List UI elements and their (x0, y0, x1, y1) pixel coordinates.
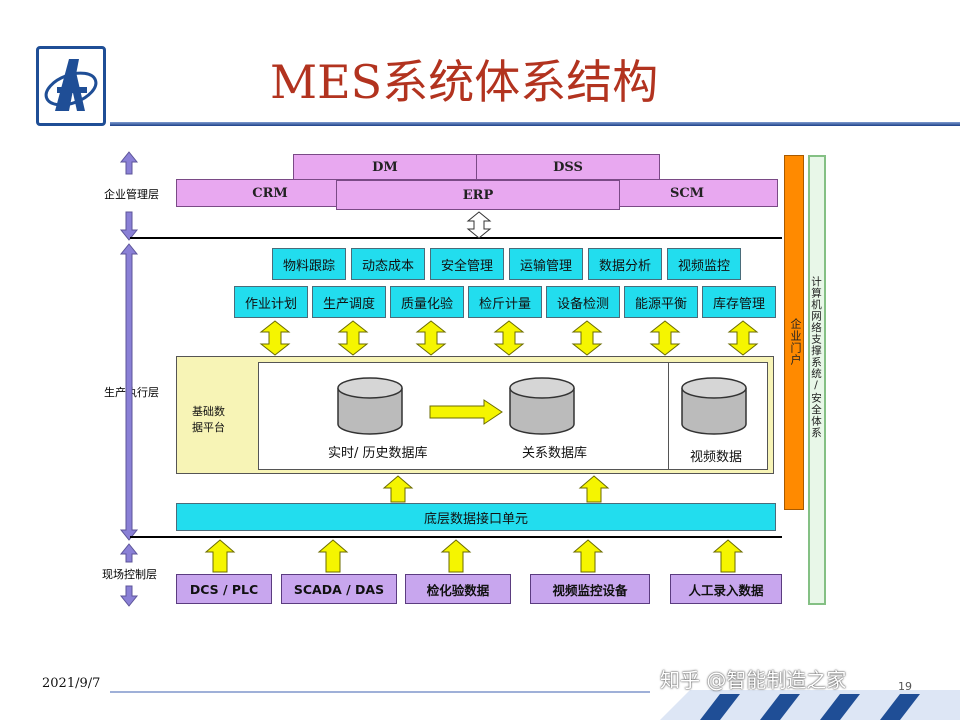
device-dcs-plc: DCS / PLC (176, 574, 272, 604)
footer-bar (0, 690, 960, 720)
relational-db-label: 关系数据库 (522, 446, 588, 461)
module-transport-management: 运输管理 (509, 248, 583, 280)
title-underline (110, 122, 960, 126)
db-transfer-arrow (429, 399, 503, 425)
module-material-tracking: 物料跟踪 (272, 248, 346, 280)
module-safety-management: 安全管理 (430, 248, 504, 280)
relational-db-icon (509, 377, 575, 435)
separator-enterprise (130, 237, 782, 239)
layer-arrows (119, 151, 139, 607)
device-video-monitoring: 视频监控设备 (530, 574, 650, 604)
video-data-area (668, 362, 768, 470)
data-interface-unit: 底层数据接口单元 (176, 503, 776, 531)
module-data-analysis: 数据分析 (588, 248, 662, 280)
layer-label-enterprise: 企业管理层 (104, 188, 159, 201)
module-weighing: 检斤计量 (468, 286, 542, 318)
device-lab-data: 检化验数据 (405, 574, 511, 604)
erp-link-arrow (466, 211, 492, 239)
watermark: 知乎 @智能制造之家 (660, 668, 847, 692)
module-quality-assay: 质量化验 (390, 286, 464, 318)
module-energy-balance: 能源平衡 (624, 286, 698, 318)
data-platform-label-line2: 据平台 (192, 421, 225, 434)
network-support-label: 计算机网络支撑系统/安全体系 (810, 276, 822, 439)
erp-box: ERP (336, 180, 620, 210)
module-inventory-management: 库存管理 (702, 286, 776, 318)
enterprise-portal-label: 企业门户 (789, 318, 802, 366)
layer-label-field: 现场控制层 (102, 568, 157, 581)
video-db-icon (681, 377, 747, 435)
video-data-label: 视频数据 (690, 450, 743, 465)
page-title: MES系统体系结构 (270, 55, 659, 109)
field-device-arrows (204, 539, 744, 573)
module-production-scheduling: 生产调度 (312, 286, 386, 318)
dss-box: DSS (476, 154, 660, 180)
separator-field (130, 536, 782, 538)
dm-box: DM (293, 154, 477, 180)
enterprise-portal-bar (784, 155, 804, 510)
interface-platform-arrows (382, 475, 610, 503)
module-work-plan: 作业计划 (234, 286, 308, 318)
modules-row-2: 作业计划 生产调度 质量化验 检斤计量 设备检测 能源平衡 库存管理 (234, 286, 780, 318)
modules-row-1: 物料跟踪 动态成本 安全管理 运输管理 数据分析 视频监控 (272, 248, 744, 280)
data-platform-label: 基础数 据平台 (192, 404, 225, 436)
company-logo (36, 46, 106, 126)
realtime-db-label: 实时/ 历史数据库 (328, 446, 428, 461)
module-video-monitoring: 视频监控 (667, 248, 741, 280)
scm-box: SCM (596, 179, 778, 207)
device-manual-entry: 人工录入数据 (670, 574, 782, 604)
page-number: 19 (898, 680, 912, 693)
device-scada-das: SCADA / DAS (281, 574, 397, 604)
data-platform-label-line1: 基础数 (192, 405, 225, 418)
module-equipment-inspection: 设备检测 (546, 286, 620, 318)
network-support-bar (808, 155, 826, 605)
realtime-db-icon (337, 377, 403, 435)
module-platform-arrows (260, 320, 758, 356)
module-dynamic-cost: 动态成本 (351, 248, 425, 280)
slide-date: 2021/9/7 (42, 676, 101, 691)
